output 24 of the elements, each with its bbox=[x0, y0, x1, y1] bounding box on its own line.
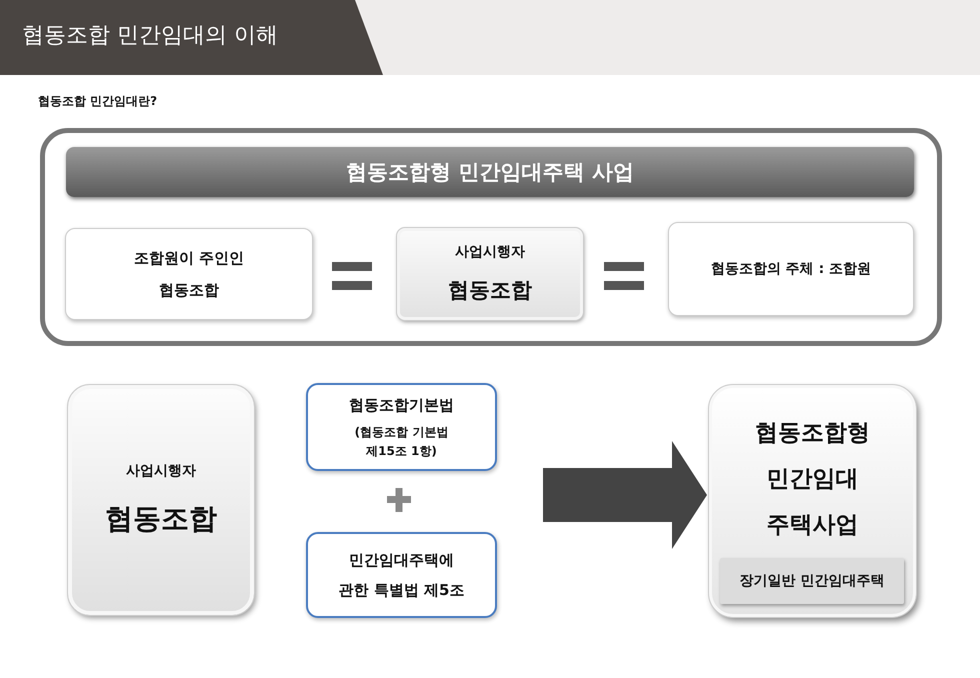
text-box bbox=[668, 222, 914, 316]
highlight-box bbox=[397, 228, 583, 320]
result-box bbox=[709, 385, 916, 617]
node-subtext: (협동조합 기본법 제15조 1항) bbox=[354, 424, 450, 460]
law-box bbox=[306, 532, 497, 618]
node-text: 조합원이 주인인 협동조합 bbox=[132, 248, 246, 301]
node-subtext: 협동조합 bbox=[448, 277, 532, 304]
node-text: 사업시행자 bbox=[455, 243, 525, 262]
page-title: 협동조합 민간임대의 이해 bbox=[22, 22, 278, 50]
highlight-box bbox=[68, 385, 254, 615]
node-text: 사업시행자 bbox=[126, 462, 196, 480]
node-text: 협동조합기본법 bbox=[349, 395, 454, 416]
node-text: 민간임대주택에 관한 특별법 제5조 bbox=[338, 550, 466, 601]
section-label: 협동조합 민간임대란? bbox=[38, 93, 158, 110]
text-box bbox=[65, 228, 313, 320]
group-frame bbox=[40, 128, 942, 346]
block-arrow bbox=[543, 441, 707, 549]
node-text: 협동조합의 주체 : 조합원 bbox=[710, 260, 872, 279]
node-subtext: 협동조합 bbox=[105, 500, 217, 536]
heading-bar: 협동조합형 민간임대주택 사업 bbox=[66, 147, 914, 197]
sub-label-box bbox=[720, 558, 904, 604]
law-box bbox=[306, 383, 497, 471]
node-text: 협동조합형 민간임대 주택사업 bbox=[754, 419, 871, 540]
node-text: 장기일반 민간임대주택 bbox=[740, 572, 884, 591]
